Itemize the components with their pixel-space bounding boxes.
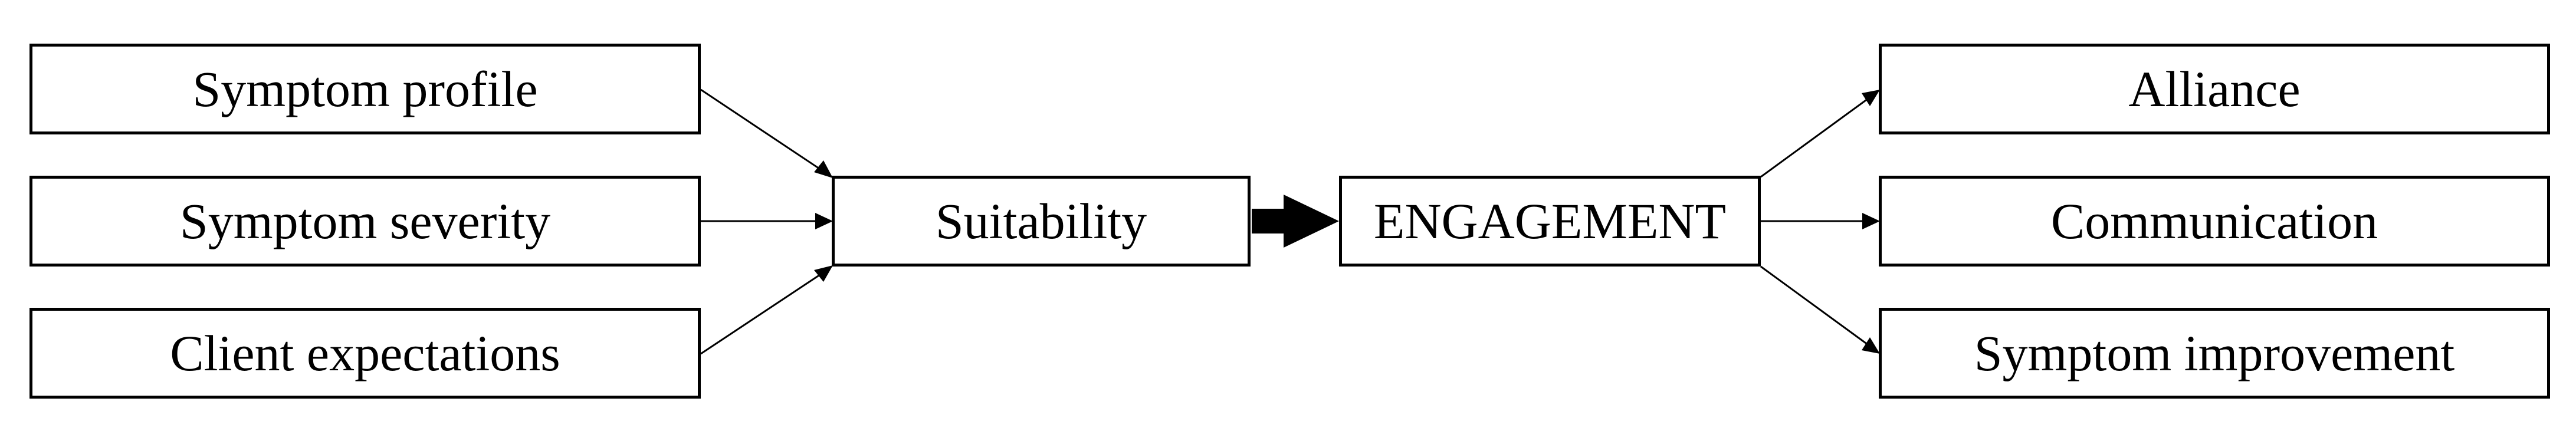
suitability-label: Suitability bbox=[935, 193, 1147, 249]
symptom-improvement-box: Symptom improvement bbox=[1879, 308, 2550, 399]
thick-arrow-suitability-to-engagement bbox=[1252, 195, 1339, 248]
client-expectations-label: Client expectations bbox=[170, 325, 560, 381]
symptom-profile-label: Symptom profile bbox=[192, 61, 538, 117]
symptom-severity-label: Symptom severity bbox=[179, 193, 551, 249]
arrow-symptom-profile-to-suitability bbox=[700, 88, 832, 178]
engagement-box: ENGAGEMENT bbox=[1339, 176, 1761, 267]
communication-box: Communication bbox=[1879, 176, 2550, 267]
suitability-box: Suitability bbox=[832, 176, 1251, 267]
arrowhead-symptom-profile bbox=[814, 160, 833, 178]
client-expectations-box: Client expectations bbox=[29, 308, 701, 399]
arrowhead-alliance bbox=[1862, 90, 1880, 106]
engagement-label: ENGAGEMENT bbox=[1373, 193, 1727, 249]
arrow-engagement-to-alliance bbox=[1760, 96, 1871, 178]
arrowhead-symptom-severity bbox=[815, 213, 833, 229]
communication-label: Communication bbox=[2050, 193, 2378, 249]
arrowhead-communication bbox=[1862, 213, 1880, 229]
arrow-engagement-to-symptom-improvement bbox=[1760, 265, 1871, 347]
alliance-label: Alliance bbox=[2128, 61, 2301, 117]
arrowhead-client-expectations bbox=[814, 265, 833, 282]
symptom-improvement-label: Symptom improvement bbox=[1974, 325, 2455, 381]
alliance-box: Alliance bbox=[1879, 44, 2550, 134]
arrowhead-symptom-improvement bbox=[1862, 337, 1880, 354]
arrow-client-expectations-to-suitability bbox=[700, 271, 824, 355]
symptom-profile-box: Symptom profile bbox=[29, 44, 701, 134]
symptom-severity-box: Symptom severity bbox=[29, 176, 701, 267]
